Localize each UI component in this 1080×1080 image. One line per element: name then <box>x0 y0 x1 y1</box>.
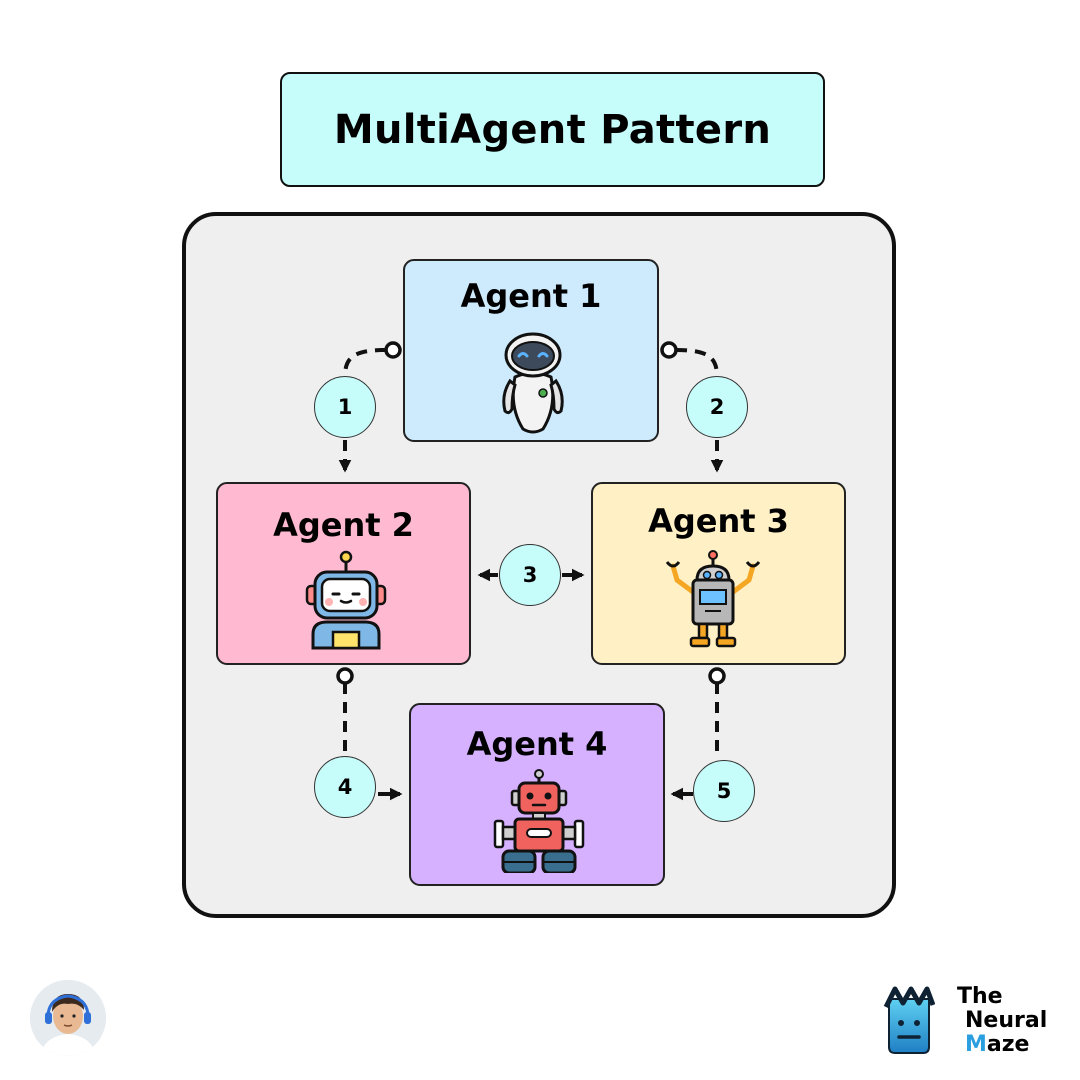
agent-1-label: Agent 1 <box>460 277 602 315</box>
robot-agent-3-icon <box>665 550 761 648</box>
agent-3-label: Agent 3 <box>648 502 789 540</box>
agent-4-box: Agent 4 <box>409 703 665 886</box>
step-bubble-1: 1 <box>314 376 376 438</box>
brand-line-2: Neural <box>965 1008 1048 1033</box>
endpoint-circle <box>708 667 726 685</box>
robot-agent-1-icon <box>502 332 564 434</box>
connector-1 <box>343 348 387 375</box>
brand-line-3: Maze <box>965 1033 1047 1057</box>
step-bubble-4: 4 <box>314 756 376 818</box>
agent-3-box: Agent 3 <box>591 482 846 665</box>
person-icon <box>30 980 106 1056</box>
agent-2-label: Agent 2 <box>273 506 414 544</box>
title-box: MultiAgent Pattern <box>280 72 825 187</box>
endpoint-circle <box>336 667 354 685</box>
diagram-title: MultiAgent Pattern <box>333 106 772 153</box>
step-bubble-5: 5 <box>693 760 755 822</box>
author-avatar <box>30 980 106 1056</box>
agent-4-label: Agent 4 <box>466 725 608 763</box>
step-bubble-3: 3 <box>499 544 561 606</box>
neural-maze-logo-icon <box>883 986 935 1054</box>
connector-2 <box>675 348 719 375</box>
endpoint-circle <box>384 341 402 359</box>
brand-name: The Neural Maze <box>957 985 1047 1057</box>
brand-line-1: The <box>957 984 1003 1009</box>
step-bubble-2: 2 <box>686 376 748 438</box>
endpoint-circle <box>660 341 678 359</box>
robot-agent-4-icon <box>493 769 585 873</box>
agent-2-box: Agent 2 <box>216 482 471 665</box>
agent-1-box: Agent 1 <box>403 259 659 442</box>
robot-agent-2-icon <box>305 550 387 650</box>
brand-line-3-rest: aze <box>986 1032 1030 1057</box>
brand-accent-letter: M <box>965 1032 987 1057</box>
